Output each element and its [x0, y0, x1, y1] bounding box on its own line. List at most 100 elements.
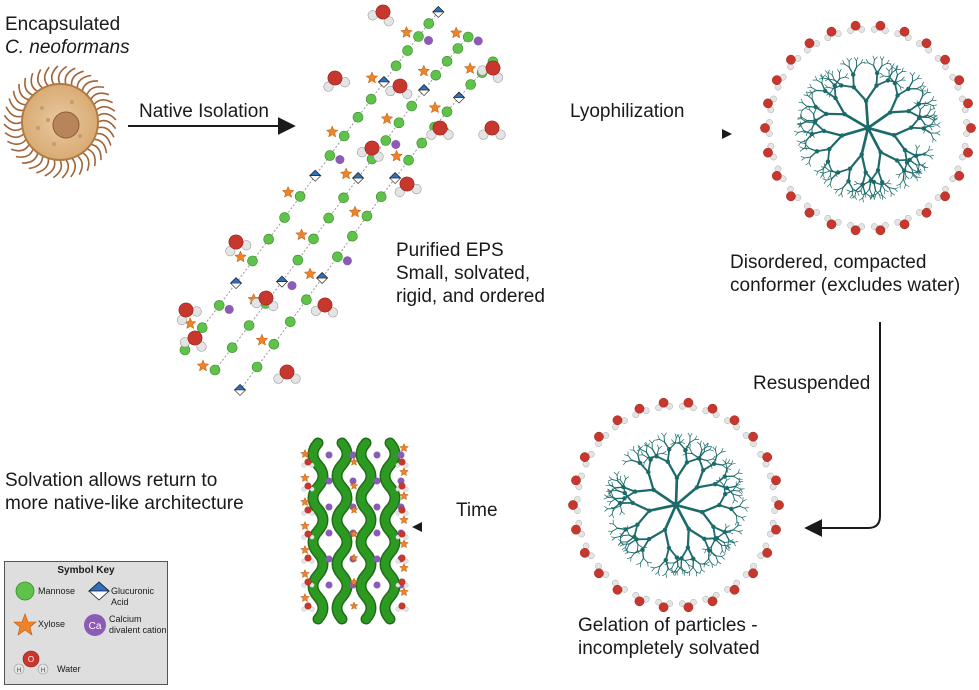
- water-molecule-icon: [594, 431, 610, 448]
- calcium-icon: [325, 555, 333, 563]
- water-molecule-icon: [301, 482, 315, 492]
- water-molecule-icon: [742, 431, 758, 448]
- disordered-label-2: conformer (excludes water): [730, 275, 961, 296]
- mannose-icon: [406, 100, 418, 112]
- calcium-icon: Ca: [84, 614, 106, 636]
- purified-eps-title: Purified EPS: [396, 240, 504, 261]
- glucuronic-acid-icon: [388, 172, 402, 184]
- water-molecule-icon: [916, 202, 932, 218]
- symbol-key-icons: Ca O H H: [13, 581, 111, 675]
- water-molecule-icon: [824, 26, 842, 42]
- mannose-icon: [402, 45, 413, 56]
- water-molecule-icon: [323, 70, 351, 92]
- water-molecule-icon: [612, 415, 628, 431]
- mannose-icon: [380, 135, 392, 146]
- calcium-icon: [349, 451, 357, 459]
- water-molecule-icon: [824, 214, 842, 230]
- water-label: Water: [57, 664, 81, 674]
- mannose-icon: [251, 361, 263, 373]
- calcium-icon: [373, 581, 381, 589]
- water-molecule-icon: [385, 78, 413, 100]
- calcium-icon: [287, 281, 297, 291]
- species-label: C. neoformans: [5, 37, 130, 58]
- mannose-icon: [324, 150, 336, 161]
- water-molecule-icon: [767, 519, 781, 538]
- svg-text:Ca: Ca: [89, 621, 102, 632]
- calcium-icon: [224, 304, 234, 314]
- water-molecule-icon: [426, 120, 454, 140]
- purified-eps-desc-1: Small, solvated,: [396, 263, 531, 284]
- xylose-icon: [300, 568, 310, 579]
- water-molecule-icon: [395, 458, 409, 468]
- mannose-icon: [441, 106, 453, 118]
- water-molecule-icon: [179, 330, 207, 352]
- water-molecule-icon: [568, 496, 581, 514]
- xylose-icon: [300, 448, 310, 459]
- native-like-gel-strands: [300, 437, 409, 625]
- xylose-icon: [255, 333, 269, 346]
- mannose-icon: [403, 154, 414, 166]
- water-molecule-icon: [301, 578, 315, 588]
- water-molecule-icon: [763, 95, 777, 114]
- gelation-label-1: Gelation of particles -: [578, 615, 758, 636]
- water-molecule-icon: [176, 302, 202, 326]
- water-molecule-icon: O H H: [13, 650, 49, 675]
- mannose-icon: [338, 192, 349, 204]
- resuspended-arrow: [804, 322, 881, 537]
- xylose-icon: [399, 586, 409, 597]
- water-molecule-icon: [395, 506, 409, 516]
- xylose-icon: [399, 490, 409, 501]
- water-molecule-icon: [804, 202, 820, 218]
- water-molecule-icon: [847, 221, 865, 236]
- mannose-icon: [423, 18, 435, 29]
- xylose-label: Xylose: [38, 619, 66, 629]
- calcium-icon: [391, 140, 401, 149]
- xylose-icon: [300, 544, 310, 555]
- water-molecule-icon: [273, 364, 301, 384]
- water-molecule-icon: [395, 554, 409, 564]
- glucuronic-acid-icon: [229, 277, 243, 290]
- mannose-icon: [284, 316, 296, 328]
- water-molecule-icon: [395, 602, 409, 612]
- water-molecule-icon: [771, 496, 784, 514]
- glucuronic-acid-icon: [452, 91, 466, 104]
- water-molecule-icon: [251, 290, 279, 312]
- water-molecule-icon: [571, 472, 585, 491]
- water-molecule-icon: [949, 73, 965, 91]
- xylose-icon: [399, 562, 409, 573]
- calcium-icon: [473, 36, 483, 46]
- mannose-icon: [226, 342, 238, 354]
- glucuronic-acid-icon: [377, 76, 391, 88]
- mannose-icon: [430, 69, 442, 81]
- mannose-icon: [465, 79, 477, 90]
- water-molecule-icon: [301, 554, 315, 564]
- mannose-icon: [243, 320, 255, 331]
- glucuronic-acid-icon: [87, 581, 111, 601]
- water-molecule-icon: [760, 119, 773, 137]
- water-molecule-icon: [395, 482, 409, 492]
- xylose-icon: [400, 25, 413, 38]
- water-molecule-icon: [579, 450, 595, 468]
- calcium-icon: [349, 477, 357, 485]
- glucuronic-acid-icon: [351, 172, 365, 184]
- glucuronic-acid-icon: [417, 84, 431, 97]
- gelated-particle: [568, 397, 784, 613]
- water-molecule-icon: [478, 120, 506, 140]
- water-molecule-icon: [959, 142, 973, 161]
- water-molecule-icon: [225, 234, 252, 257]
- xylose-icon: [399, 466, 409, 477]
- xylose-icon: [349, 553, 359, 562]
- water-molecule-icon: [310, 297, 338, 318]
- water-molecule-icon: [301, 506, 315, 516]
- resuspended-label: Resuspended: [753, 373, 871, 394]
- solvation-label-1: Solvation allows return to: [5, 470, 218, 491]
- water-molecule-icon: [571, 519, 585, 538]
- water-molecule-icon: [702, 591, 720, 607]
- purified-eps-desc-2: rigid, and ordered: [396, 286, 545, 307]
- water-molecule-icon: [871, 20, 889, 35]
- xylose-icon: [390, 149, 403, 162]
- water-molecule-icon: [301, 602, 315, 612]
- mannose-icon: [247, 255, 258, 267]
- water-molecule-icon: [612, 579, 628, 595]
- svg-text:O: O: [28, 655, 34, 664]
